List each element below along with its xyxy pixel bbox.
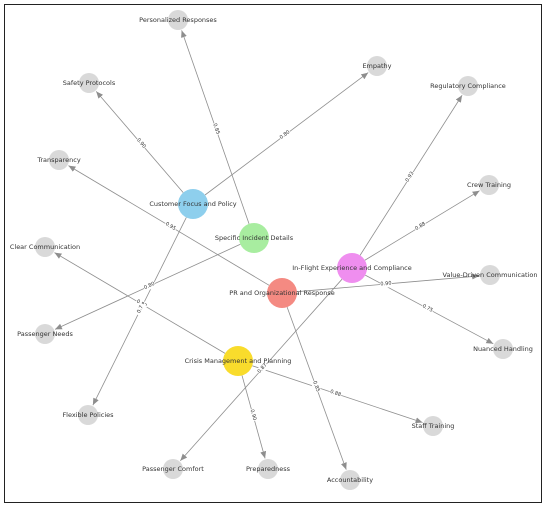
node-pneeds bbox=[35, 324, 55, 344]
edge-label-bg bbox=[248, 408, 258, 422]
node-crew bbox=[479, 175, 499, 195]
node-acc bbox=[340, 470, 360, 490]
node-label-pers: Personalized Responses bbox=[139, 16, 217, 24]
node-prep bbox=[258, 459, 278, 479]
edge-weight-label: 0.75 bbox=[421, 303, 434, 314]
edge-label-bg bbox=[163, 220, 178, 233]
node-label-sid: Specific Incident Details bbox=[215, 234, 294, 242]
edges-layer bbox=[54, 30, 494, 470]
node-pers bbox=[168, 10, 188, 30]
edge-weight-label: 0.80 bbox=[143, 281, 156, 291]
edge-label-bg bbox=[328, 388, 343, 399]
node-staff bbox=[423, 416, 443, 436]
edge-label-bg bbox=[278, 128, 292, 142]
edge-weight-label: 0.90 bbox=[380, 281, 392, 288]
edge-label-bg bbox=[210, 122, 222, 136]
node-trans bbox=[49, 150, 69, 170]
edge-label-bg bbox=[403, 170, 417, 184]
edge-label-bg bbox=[134, 136, 148, 151]
edge-weight-label: 0.90 bbox=[249, 409, 258, 421]
edge-label-bg bbox=[310, 379, 322, 394]
node-nuanced bbox=[493, 339, 513, 359]
node-label-flex: Flexible Policies bbox=[62, 411, 114, 419]
edge-weight-label: 0.85 bbox=[211, 123, 220, 135]
node-pcomfort bbox=[163, 459, 183, 479]
node-label-emp: Empathy bbox=[362, 62, 391, 70]
node-label-pcomfort: Passenger Comfort bbox=[142, 465, 204, 473]
node-cf bbox=[178, 189, 208, 219]
diagram-frame bbox=[4, 4, 542, 503]
node-label-pr: PR and Organizational Response bbox=[229, 289, 334, 297]
edge-weight-label: 0.90 bbox=[135, 137, 147, 149]
edge-label-bg bbox=[420, 302, 435, 315]
edge-weight-label: 0.80 bbox=[279, 129, 292, 140]
edge-label-bg bbox=[255, 361, 270, 376]
edge-weight-label: 0.87 bbox=[257, 362, 269, 374]
edge-weight-label: 0.95 bbox=[164, 221, 177, 232]
node-emp bbox=[367, 56, 387, 76]
node-label-staff: Staff Training bbox=[412, 422, 455, 430]
node-flex bbox=[78, 405, 98, 425]
node-label-ife: In-Flight Experience and Compliance bbox=[292, 264, 411, 272]
node-pr bbox=[267, 278, 297, 308]
node-label-clear: Clear Communication bbox=[10, 243, 80, 251]
node-label-trans: Transparency bbox=[36, 156, 81, 164]
node-ife bbox=[337, 253, 367, 283]
edge-label-bg bbox=[142, 280, 157, 292]
node-label-acc: Accountability bbox=[327, 476, 373, 484]
node-label-prep: Preparedness bbox=[246, 465, 291, 473]
node-label-value: Value-Driven Communication bbox=[443, 271, 538, 279]
edge-label-bg bbox=[413, 220, 428, 233]
edge-label-bg bbox=[379, 279, 393, 289]
node-label-safe: Safety Protocols bbox=[63, 79, 116, 87]
labels-layer: 0.850.800.900.930.950.880.820.900.800.75… bbox=[10, 16, 538, 484]
node-label-reg: Regulatory Compliance bbox=[430, 82, 506, 90]
node-safe bbox=[79, 73, 99, 93]
node-label-cf: Customer Focus and Policy bbox=[149, 200, 236, 208]
node-label-pneeds: Passenger Needs bbox=[17, 330, 73, 338]
node-label-cm: Crisis Management and Planning bbox=[185, 357, 292, 365]
edge-weight-label: 0.93 bbox=[404, 171, 415, 184]
node-clear bbox=[35, 237, 55, 257]
edge-weight-label: 0.88 bbox=[414, 221, 427, 232]
node-reg bbox=[458, 76, 478, 96]
edge-weight-label: 0.85 bbox=[311, 380, 320, 393]
node-cm bbox=[223, 346, 253, 376]
edge-label-bg bbox=[134, 302, 147, 317]
node-label-crew: Crew Training bbox=[467, 181, 511, 189]
edge-weight-label: 0.7 bbox=[136, 305, 145, 315]
nodes-layer bbox=[35, 10, 513, 490]
node-value bbox=[480, 265, 500, 285]
node-sid bbox=[239, 223, 269, 253]
edge-weight-label: 0.88 bbox=[329, 389, 341, 398]
node-label-nuanced: Nuanced Handling bbox=[473, 345, 533, 353]
